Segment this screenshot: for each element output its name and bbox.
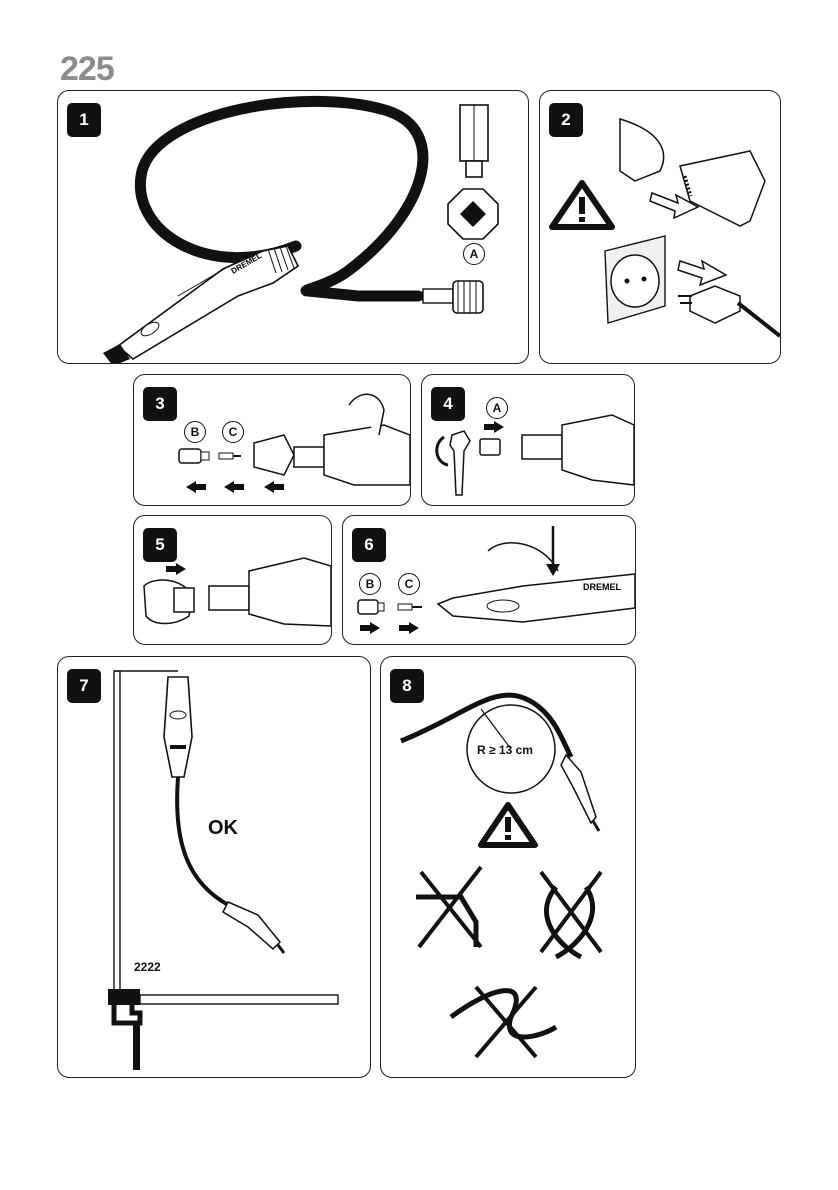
rotate-arrow-icon [437,437,448,465]
handpiece: DREMEL [103,246,298,363]
panel-step-5: 5 [133,515,332,645]
panel-step-7: 7 OK 2222 [57,656,371,1078]
panel-step-3: 3 B C [133,374,411,506]
model-number: 2222 [134,960,161,974]
remove-collet-illustration [134,375,410,505]
wrench-illustration [422,375,634,505]
label-a: A [463,243,485,265]
brand-label: DREMEL [583,582,622,592]
arrow-right-icon [484,421,504,433]
arrow-right-icon [399,622,419,634]
panel-step-2: 2 [539,90,781,364]
cross-out-icon [419,867,481,947]
unplug-arrow-icon [678,261,726,285]
arrow-right-icon [166,563,186,575]
page-number: 225 [60,50,114,89]
panel-step-1: 1 DREMEL A [57,90,529,364]
radius-label: R ≥ 13 cm [477,743,533,757]
warning-triangle-icon [552,183,612,227]
warning-triangle-icon [481,805,535,845]
arrow-left-icon [186,481,206,493]
flex-shaft-illustration: DREMEL [58,91,528,363]
arrow-right-icon [360,622,380,634]
insert-accessory-illustration: DREMEL [343,516,635,644]
ok-label: OK [208,817,238,840]
arrow-left-icon [264,481,284,493]
panel-step-8: 8 R ≥ 13 cm [380,656,636,1078]
panel-step-4: 4 A [421,374,635,506]
unplug-illustration [540,91,780,363]
arrow-left-icon [224,481,244,493]
panel-step-6: 6 B C DREMEL [342,515,636,645]
cross-out-icon [476,987,536,1057]
tighten-nut-illustration [134,516,331,644]
bend-radius-illustration [381,657,635,1077]
hanging-stand-illustration [58,657,370,1077]
